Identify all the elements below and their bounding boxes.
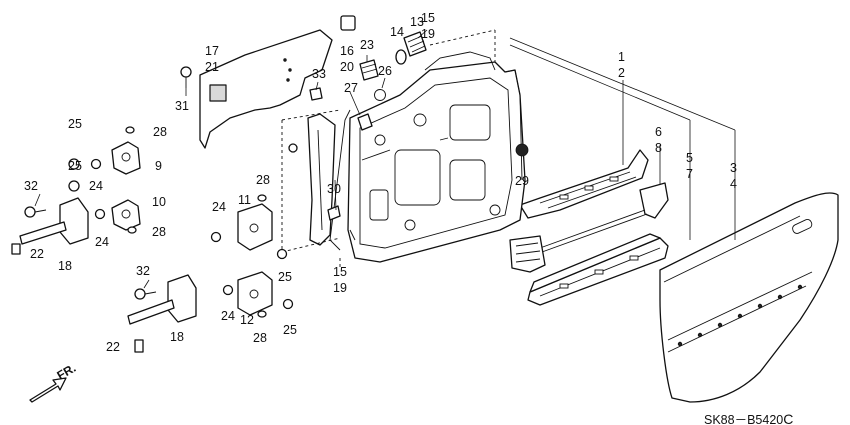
assembly-dashed-lines xyxy=(339,29,496,270)
callout-numbers: 1 2 3 4 5 6 7 8 9 10 11 12 13 14 15 19 1… xyxy=(24,11,737,354)
door-hinges xyxy=(111,141,273,316)
callout-4: 4 xyxy=(730,177,737,191)
callout-11: 11 xyxy=(238,193,251,207)
callout-20: 20 xyxy=(340,60,354,74)
callout-25-b: 25 xyxy=(68,159,82,173)
callout-26: 26 xyxy=(378,64,392,78)
callout-25-c: 25 xyxy=(278,270,292,284)
callout-7: 7 xyxy=(686,167,693,181)
callout-24-b: 24 xyxy=(95,235,109,249)
callout-24-c: 24 xyxy=(212,200,226,214)
callout-5: 5 xyxy=(686,151,693,165)
callout-1: 1 xyxy=(618,50,625,64)
callout-25-d: 25 xyxy=(283,323,297,337)
callout-19-bottom: 19 xyxy=(333,281,347,295)
callout-12: 12 xyxy=(240,313,254,327)
impact-beam-upper xyxy=(519,149,649,219)
callout-16: 16 xyxy=(340,44,354,58)
callout-2: 2 xyxy=(618,66,625,80)
callout-8: 8 xyxy=(655,141,662,155)
callout-9: 9 xyxy=(155,159,162,173)
callout-14: 14 xyxy=(390,25,404,39)
callout-28-a: 28 xyxy=(153,125,167,139)
inner-door-frame xyxy=(347,61,526,263)
callout-18-lower: 18 xyxy=(170,330,184,344)
callout-29: 29 xyxy=(515,174,529,188)
callout-24-d: 24 xyxy=(221,309,235,323)
front-direction-arrow: FR. xyxy=(29,361,78,403)
callout-6: 6 xyxy=(655,125,662,139)
callout-33: 33 xyxy=(312,67,326,81)
callout-18-upper: 18 xyxy=(58,259,72,273)
callout-15-bottom: 15 xyxy=(333,265,347,279)
callout-31: 31 xyxy=(175,99,189,113)
callout-28-d: 28 xyxy=(253,331,267,345)
callout-30: 30 xyxy=(327,182,341,196)
callout-32-lower: 32 xyxy=(136,264,150,278)
callout-28-b: 28 xyxy=(152,225,166,239)
callout-19-top: 19 xyxy=(421,27,435,41)
callout-32-upper: 32 xyxy=(24,179,38,193)
lock-rod-assembly xyxy=(509,182,669,273)
diagram-code: SK88－B5420C xyxy=(704,411,793,425)
callout-15-top: 15 xyxy=(421,11,435,25)
callout-21: 21 xyxy=(205,60,219,74)
callout-10: 10 xyxy=(152,195,166,209)
door-checkers xyxy=(19,197,197,325)
callout-3: 3 xyxy=(730,161,737,175)
callout-22-lower: 22 xyxy=(106,340,120,354)
callout-25-a: 25 xyxy=(68,117,82,131)
plastic-cover xyxy=(199,29,333,149)
callout-23: 23 xyxy=(360,38,374,52)
callout-17: 17 xyxy=(205,44,219,58)
callout-28-c: 28 xyxy=(256,173,270,187)
callout-22-upper: 22 xyxy=(30,247,44,261)
callout-27: 27 xyxy=(344,81,358,95)
diagram-code-text: SK88－B5420 xyxy=(704,413,783,425)
outer-door-skin xyxy=(659,192,839,403)
leader-lines xyxy=(34,29,736,289)
callout-13: 13 xyxy=(410,15,424,29)
svg-text:SK88－B5420C: SK88－B5420C xyxy=(704,411,793,425)
callout-24-a: 24 xyxy=(89,179,103,193)
small-parts-top xyxy=(180,15,427,131)
diagram-code-suffix: C xyxy=(783,411,793,425)
bolts-and-clips xyxy=(11,126,529,353)
impact-beam-lower xyxy=(527,233,669,306)
